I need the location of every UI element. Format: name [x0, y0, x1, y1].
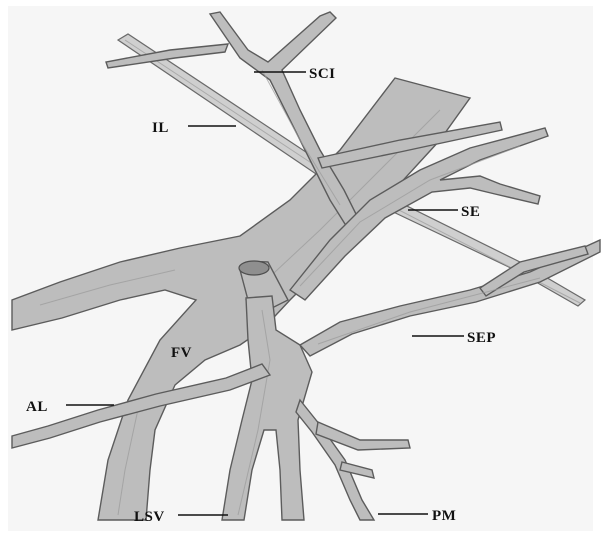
label-al: AL [26, 399, 48, 415]
label-se: SE [461, 204, 480, 220]
label-lsv: LSV [134, 509, 165, 525]
label-fv: FV [171, 345, 192, 361]
label-sep: SEP [467, 330, 496, 346]
label-il: IL [152, 120, 169, 136]
label-pm: PM [432, 508, 456, 524]
label-sci: SCI [309, 66, 336, 82]
